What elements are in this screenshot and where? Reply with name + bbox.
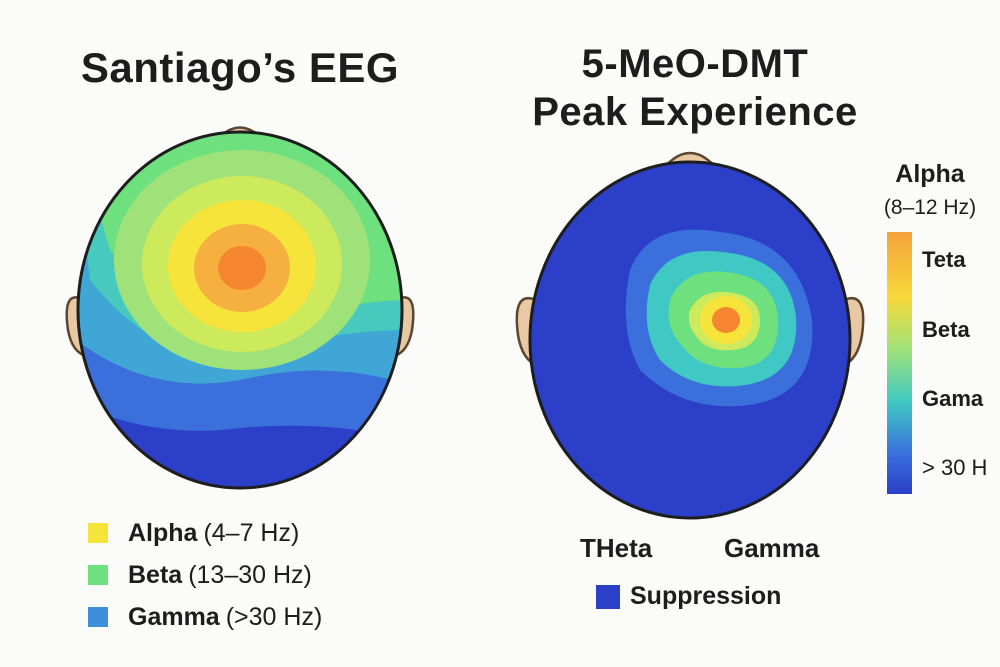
legend-range-alpha: (4–7 Hz): [203, 518, 300, 547]
legend-swatch-alpha: [88, 523, 108, 543]
colorbar-tick-teta: Teta: [922, 247, 966, 272]
left-title: Santiago’s EEG: [80, 44, 400, 91]
legend-range-beta: (13–30 Hz): [188, 560, 312, 589]
colorbar-title: Alpha: [895, 160, 965, 188]
colorbar-tick-gama: Gama: [922, 386, 984, 411]
right-title-line-1: 5-MeO-DMT: [581, 42, 809, 86]
colorbar-tick-30h: > 30 H: [922, 455, 988, 480]
legend-item-alpha: Alpha (4–7 Hz): [88, 512, 322, 554]
colorbar-tick-beta: Beta: [922, 317, 970, 342]
legend-range-gamma: (>30 Hz): [225, 602, 323, 631]
suppression-legend: Suppression: [596, 582, 781, 611]
colorbar-subtitle: (8–12 Hz): [883, 196, 977, 219]
legend-swatch-beta: [88, 565, 108, 585]
colorbar-gradient: [887, 232, 912, 494]
left-heatmap: [78, 132, 402, 488]
suppression-swatch: [596, 584, 620, 609]
band-label-gamma: Gamma: [724, 533, 820, 563]
legend-name-alpha: Alpha: [128, 518, 198, 547]
right-heatmap: [530, 162, 850, 518]
right-title-line-2: Peak Experience: [532, 90, 858, 134]
band-label-theta: THeta: [580, 533, 653, 563]
left-legend: Alpha (4–7 Hz) Beta (13–30 Hz) Gamma (>3…: [88, 512, 322, 638]
legend-item-gamma: Gamma (>30 Hz): [88, 596, 322, 638]
right-head-outline: [528, 160, 852, 520]
legend-swatch-gamma: [88, 607, 108, 627]
legend-name-beta: Beta: [128, 560, 183, 589]
right-title: 5-MeO-DMT Peak Experience: [495, 40, 895, 136]
suppression-label: Suppression: [630, 582, 782, 610]
left-head-outline: [76, 130, 404, 490]
legend-item-beta: Beta (13–30 Hz): [88, 554, 322, 596]
legend-name-gamma: Gamma: [128, 602, 220, 631]
